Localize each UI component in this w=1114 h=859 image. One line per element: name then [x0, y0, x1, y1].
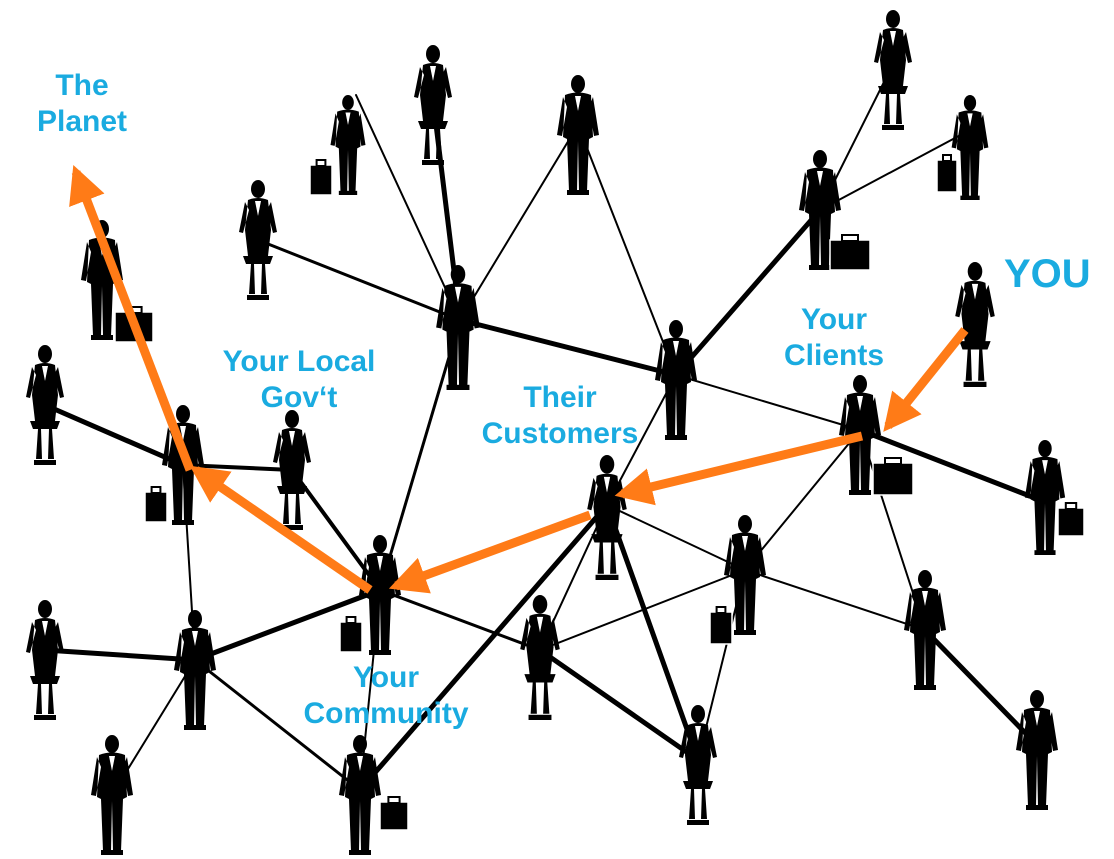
- network-edge: [256, 238, 462, 322]
- briefcase-icon: [379, 796, 409, 831]
- label-the-planet-line1: The: [55, 69, 109, 102]
- label-your-clients-line1: Your: [800, 303, 868, 336]
- network-edge: [819, 129, 971, 211]
- person-silhouette-icon: [26, 600, 64, 720]
- label-your-local-govt: Your Local Gov‘t: [206, 344, 392, 416]
- person-silhouette-icon: [162, 405, 204, 525]
- label-your-local-govt-line2: Gov‘t: [260, 381, 338, 414]
- briefcase-icon: [339, 616, 363, 653]
- person-silhouette-icon: [91, 735, 133, 855]
- label-their-customers: Their Customers: [466, 380, 654, 452]
- arrow-customers-to-community: [388, 510, 592, 594]
- person-silhouette-icon: [955, 262, 995, 387]
- people-layer: [26, 10, 1066, 855]
- briefcase-icon: [709, 606, 733, 645]
- label-your-community-line2: Community: [303, 697, 469, 730]
- network-edge: [378, 318, 462, 592]
- briefcase-icon: [872, 457, 914, 496]
- label-your-clients-line2: Clients: [783, 339, 885, 372]
- briefcase-icon: [1057, 502, 1085, 537]
- person-silhouette-icon: [520, 595, 560, 720]
- briefcase-icon: [144, 486, 168, 523]
- person-silhouette-icon: [839, 375, 881, 495]
- person-silhouette-icon: [951, 95, 989, 200]
- arrow-you-to-clients: [883, 327, 969, 432]
- person-silhouette-icon: [339, 735, 381, 855]
- network-edge: [193, 658, 362, 792]
- network-edge: [577, 124, 677, 376]
- person-silhouette-icon: [1024, 440, 1066, 555]
- network-edge: [459, 124, 579, 321]
- person-silhouette-icon: [174, 610, 216, 730]
- label-your-community-line1: Your: [352, 661, 420, 694]
- network-edge: [355, 94, 461, 321]
- briefcase-icon: [936, 154, 958, 193]
- arrow-govt-to-planet: [69, 164, 195, 472]
- person-silhouette-icon: [436, 265, 480, 390]
- label-the-planet-line2: Planet: [36, 105, 128, 138]
- person-silhouette-icon: [904, 570, 946, 690]
- network-edge: [606, 504, 746, 571]
- person-silhouette-icon: [655, 320, 697, 440]
- person-silhouette-icon: [557, 75, 599, 195]
- network-edge: [457, 317, 679, 378]
- person-silhouette-icon: [799, 150, 841, 270]
- person-silhouette-icon: [26, 345, 64, 465]
- person-silhouette-icon: [359, 535, 401, 655]
- network-edge: [744, 429, 861, 571]
- network-edge: [744, 569, 926, 631]
- network-edge: [42, 647, 198, 663]
- person-silhouette-icon: [679, 705, 717, 825]
- label-your-clients: Your Clients: [772, 302, 896, 374]
- network-edge: [922, 627, 1040, 748]
- network-edge: [357, 502, 610, 793]
- person-silhouette-icon: [1016, 690, 1058, 810]
- person-silhouette-icon: [414, 45, 452, 165]
- arrow-clients-to-customers: [614, 431, 864, 506]
- briefcase-icon: [829, 234, 871, 271]
- influence-path: [69, 164, 969, 594]
- label-their-customers-line1: Their: [523, 381, 597, 414]
- network-edge: [378, 588, 542, 652]
- person-silhouette-icon: [330, 95, 366, 195]
- network-edge: [539, 569, 746, 651]
- network-edge: [42, 402, 186, 468]
- person-silhouette-icon: [239, 180, 277, 300]
- person-silhouette-icon: [724, 515, 766, 635]
- network-edge: [537, 647, 701, 763]
- label-your-local-govt-line1: Your Local: [222, 345, 376, 378]
- network-edge: [673, 207, 823, 378]
- label-their-customers-line2: Customers: [481, 417, 639, 450]
- label-the-planet: The Planet: [26, 68, 138, 140]
- arrow-community-to-govt: [189, 465, 373, 594]
- network-edge: [192, 587, 383, 663]
- network-edge: [604, 502, 701, 763]
- person-silhouette-icon: [874, 10, 912, 130]
- network-edge: [857, 427, 1043, 503]
- briefcase-icon: [309, 159, 333, 196]
- person-silhouette-icon: [273, 410, 311, 530]
- network-edge: [675, 374, 861, 431]
- label-your-community: Your Community: [298, 660, 474, 732]
- label-you: YOU: [1004, 252, 1091, 296]
